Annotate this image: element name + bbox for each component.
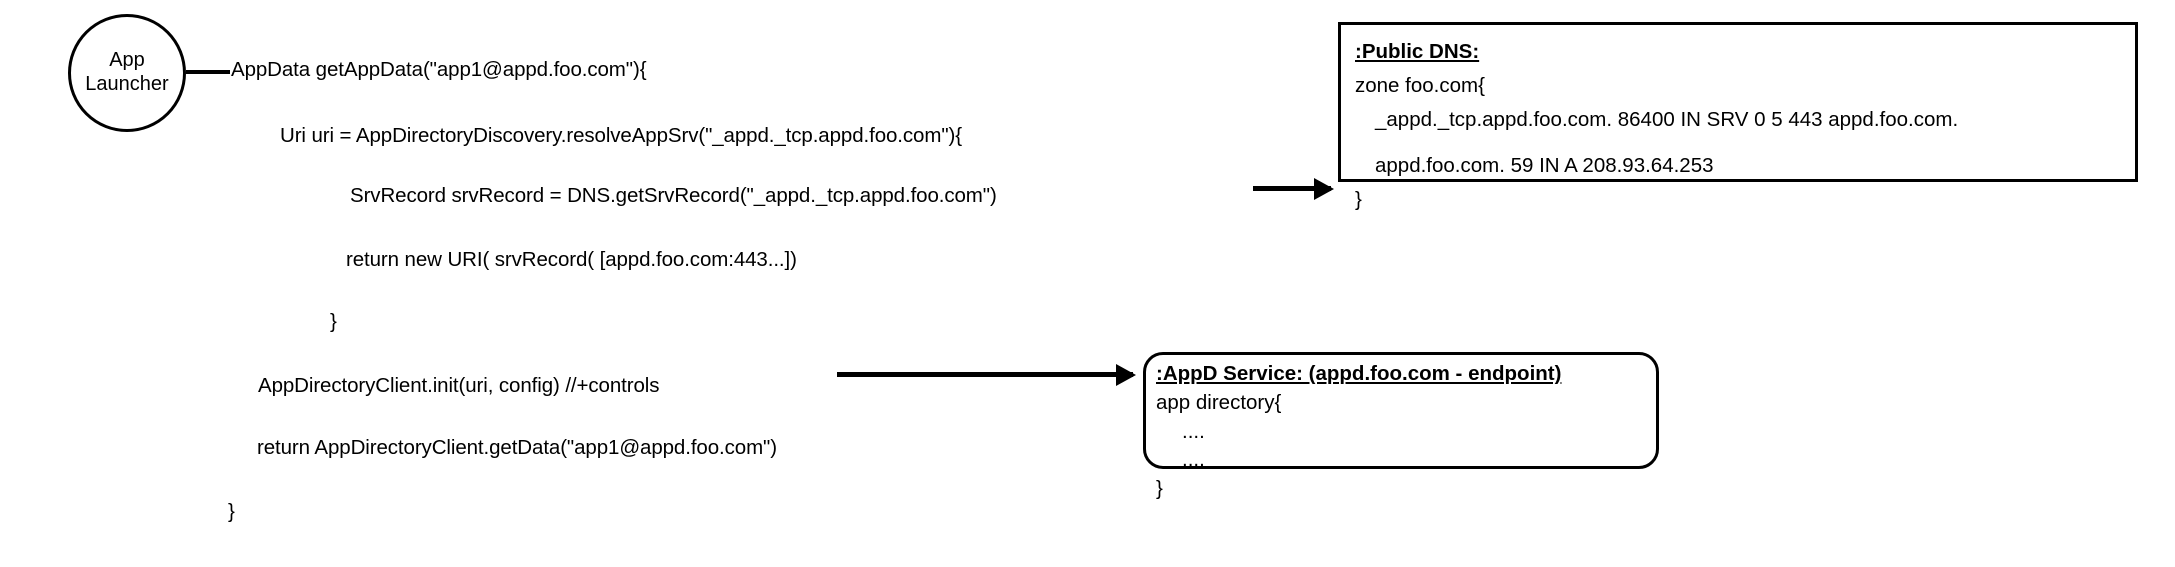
actor-connector-line	[186, 70, 230, 74]
public-dns-line-srv-record: _appd._tcp.appd.foo.com. 86400 IN SRV 0 …	[1375, 107, 1959, 131]
appd-service-line-app-directory: app directory{	[1156, 391, 1282, 414]
code-line-resolve-app-srv: Uri uri = AppDirectoryDiscovery.resolveA…	[280, 124, 962, 147]
code-line-close-inner-brace: }	[330, 310, 337, 333]
code-line-return-new-uri: return new URI( srvRecord( [appd.foo.com…	[346, 248, 797, 271]
appd-service-line-ellipsis-2: ....	[1182, 448, 1205, 471]
public-dns-line-close-brace: }	[1355, 187, 1362, 211]
actor-label-line-1: App	[109, 49, 145, 72]
appd-service-line-ellipsis-1: ....	[1182, 419, 1205, 443]
appd-service-box: :AppD Service: (appd.foo.com - endpoint)…	[1143, 352, 1659, 498]
public-dns-box: :Public DNS: zone foo.com{ _appd._tcp.ap…	[1338, 22, 2138, 209]
appd-service-title: :AppD Service: (appd.foo.com - endpoint)	[1156, 362, 1562, 385]
public-dns-line-zone: zone foo.com{	[1355, 74, 1485, 97]
arrow-dns-lookup	[1253, 186, 1331, 191]
arrow-appd-service-call	[837, 372, 1133, 377]
code-line-get-srv-record: SrvRecord srvRecord = DNS.getSrvRecord("…	[350, 184, 997, 207]
code-line-get-app-data: AppData getAppData("app1@appd.foo.com"){	[231, 58, 647, 81]
actor-app-launcher: App Launcher	[68, 14, 186, 132]
code-line-close-outer-brace: }	[228, 500, 235, 523]
appd-service-line-close-brace: }	[1156, 476, 1163, 500]
public-dns-title: :Public DNS:	[1355, 40, 1480, 63]
code-line-client-init: AppDirectoryClient.init(uri, config) //+…	[258, 374, 660, 397]
code-line-return-get-data: return AppDirectoryClient.getData("app1@…	[257, 436, 777, 459]
public-dns-line-a-record: appd.foo.com. 59 IN A 208.93.64.253	[1375, 154, 1714, 177]
actor-label-line-2: Launcher	[85, 73, 169, 95]
